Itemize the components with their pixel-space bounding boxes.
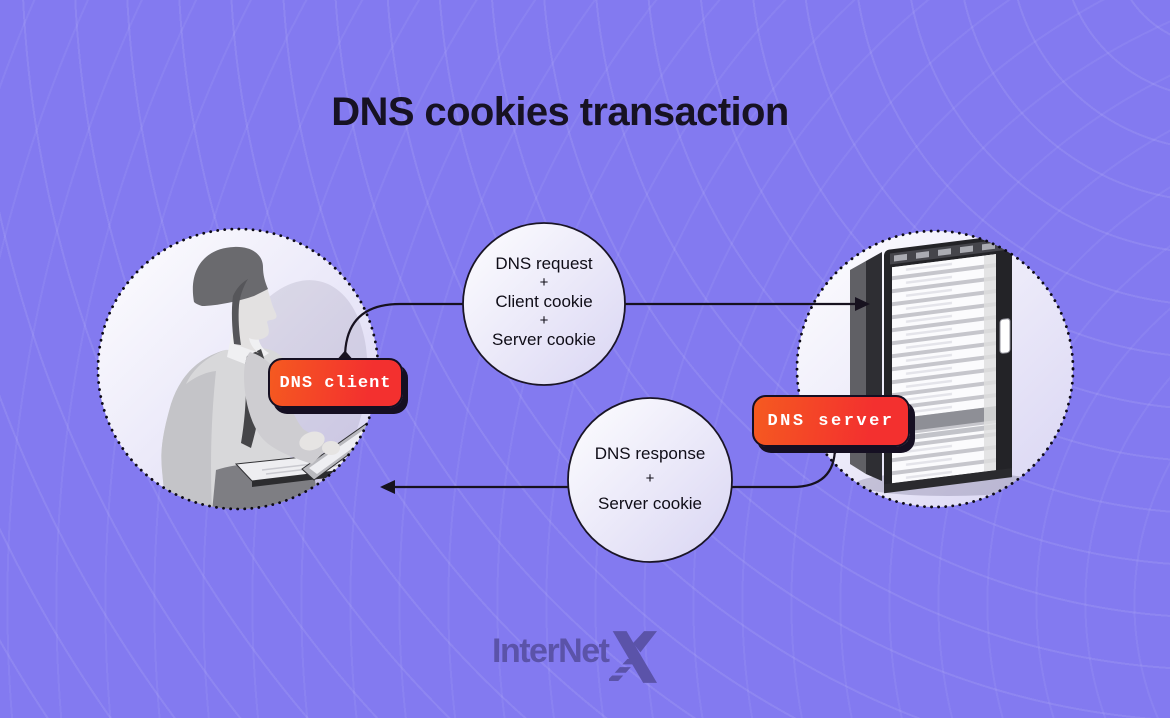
request-line: DNS request (495, 254, 593, 273)
response-arrowhead (380, 480, 395, 494)
client-circle (96, 227, 380, 511)
request-arrowhead (855, 297, 870, 311)
plus-sign: + (645, 470, 655, 487)
response-bubble-label: DNS response + Server cookie (560, 441, 740, 517)
logo-wordmark: InterNet (492, 632, 610, 670)
response-bubble (567, 397, 733, 563)
page-title: DNS cookies transaction (331, 90, 789, 134)
response-line: Server cookie (598, 494, 702, 513)
dns-client-badge: DNS client (268, 358, 403, 408)
person-with-laptop-icon (161, 246, 378, 509)
response-arrow (395, 446, 837, 489)
response-line: DNS response (594, 444, 706, 463)
request-line: Server cookie (492, 330, 596, 349)
plus-sign: + (539, 274, 549, 291)
request-bubble (462, 222, 626, 386)
request-bubble-label: DNS request + Client cookie + Server coo… (459, 253, 629, 351)
dns-server-badge: DNS server (752, 395, 910, 447)
logo-x-icon (609, 631, 658, 683)
request-line: Client cookie (495, 292, 593, 311)
request-arrow (343, 302, 855, 359)
server-circle (795, 229, 1075, 509)
plus-sign: + (539, 312, 549, 329)
server-rack-icon (850, 234, 1040, 496)
internetx-logo: InterNet (492, 626, 658, 683)
